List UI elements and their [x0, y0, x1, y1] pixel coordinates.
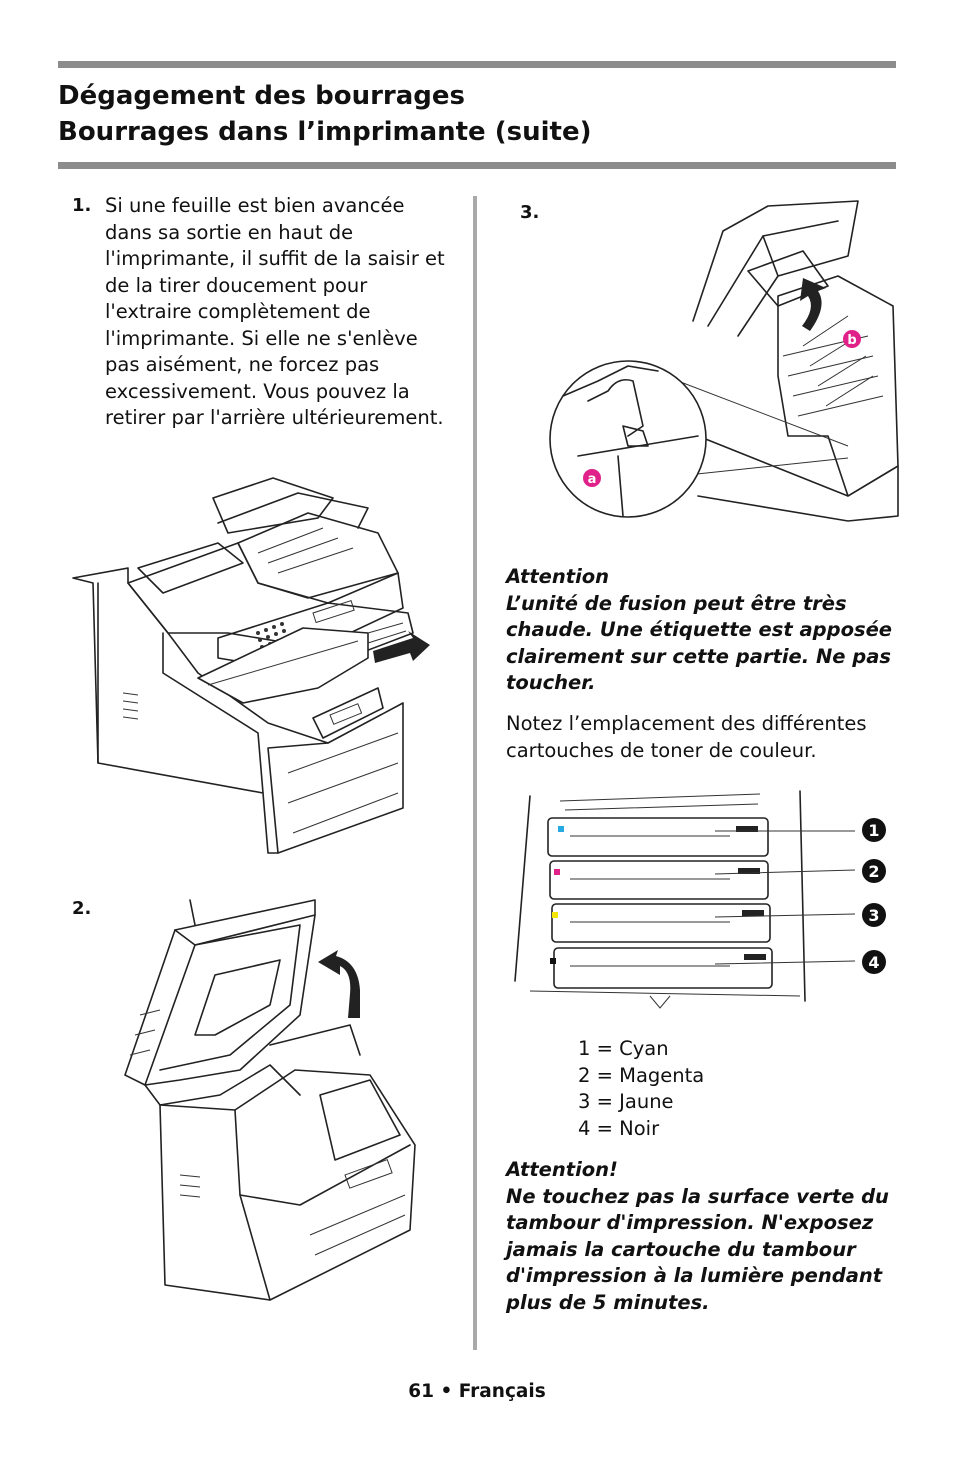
cartridge-marker-1: 1	[868, 821, 879, 840]
page-title: Dégagement des bourrages Bourrages dans …	[58, 78, 591, 150]
cartridge-marker-4: 4	[868, 953, 879, 972]
step2-number: 2.	[72, 898, 92, 919]
cartridge-number-markers: 1 2 3 4	[862, 818, 886, 974]
cartridge-color-legend: 1 = Cyan 2 = Magenta 3 = Jaune 4 = Noir	[578, 1036, 704, 1142]
attention-drum-heading: Attention!	[506, 1158, 618, 1181]
legend-item: 4 = Noir	[578, 1116, 660, 1140]
footer-language: Français	[458, 1381, 546, 1402]
attention-fuser-text: L’unité de fusion peut être très chaude.…	[506, 591, 893, 695]
legend-item: 2 = Magenta	[578, 1063, 705, 1087]
header-rule-bottom	[58, 162, 896, 169]
scanner-lift-illustration	[124, 899, 416, 1301]
header-rule-top	[58, 61, 896, 68]
legend-item: 1 = Cyan	[578, 1037, 669, 1060]
printer-open-drum-illustration: b a	[549, 200, 899, 522]
cyan-marker	[558, 826, 564, 832]
lift-arrow-icon	[318, 950, 360, 1018]
black-marker	[550, 958, 556, 964]
yellow-marker	[552, 912, 558, 918]
attention-fuser-heading: Attention	[506, 565, 610, 588]
step1-text: Si une feuille est bien avancée dans sa …	[105, 194, 445, 429]
step3-number: 3.	[520, 202, 540, 223]
page-number: 61	[408, 1381, 434, 1402]
attention-drum-text: Ne touchez pas la surface verte du tambo…	[506, 1184, 889, 1314]
page-title-line1: Dégagement des bourrages	[58, 81, 465, 111]
step1-number: 1.	[72, 195, 92, 216]
callout-a-label: a	[588, 472, 597, 487]
callout-b-label: b	[847, 333, 856, 348]
footer-bullet: •	[440, 1381, 453, 1402]
attention-drum-warning: Attention! Ne touchez pas la surface ver…	[506, 1157, 901, 1317]
page-title-line2: Bourrages dans l’imprimante (suite)	[58, 117, 592, 147]
cartridge-marker-2: 2	[868, 862, 879, 881]
page-footer: 61 • Français	[0, 1381, 954, 1402]
cartridge-marker-3: 3	[868, 906, 879, 925]
toner-cartridges-illustration: 1 2 3 4	[514, 790, 886, 1009]
legend-item: 3 = Jaune	[578, 1090, 674, 1114]
magenta-marker	[554, 869, 560, 875]
cartridge-location-note: Notez l’emplacement des différentes cart…	[506, 712, 867, 762]
printer-paper-exit-illustration	[72, 477, 430, 854]
attention-fuser-warning: Attention L’unité de fusion peut être tr…	[506, 564, 896, 697]
column-divider	[473, 196, 477, 1350]
